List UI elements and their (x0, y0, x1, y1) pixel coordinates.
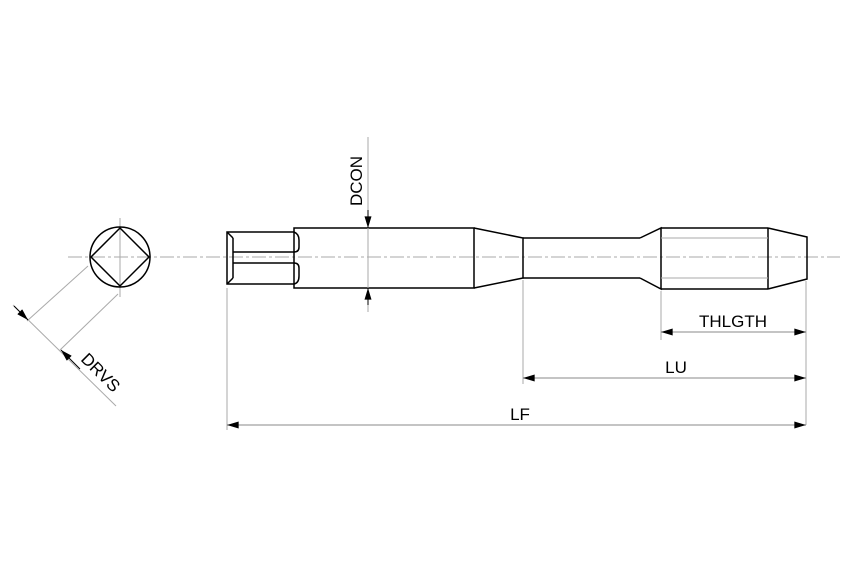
end-view (89, 226, 151, 288)
thlgth-dimension: THLGTH (661, 312, 806, 336)
dcon-label: DCON (347, 156, 366, 206)
lf-dimension: LF (227, 405, 806, 429)
square-drive (89, 226, 151, 288)
tap-side-view (226, 226, 808, 291)
dcon-dimension: DCON (347, 137, 372, 312)
lf-label: LF (510, 405, 530, 424)
lu-label: LU (665, 358, 687, 377)
shank (293, 227, 475, 289)
drvs-label: DRVS (77, 349, 124, 396)
thlgth-label: THLGTH (699, 312, 767, 331)
drvs-dimension: DRVS (12, 265, 124, 407)
lu-dimension: LU (523, 358, 806, 382)
